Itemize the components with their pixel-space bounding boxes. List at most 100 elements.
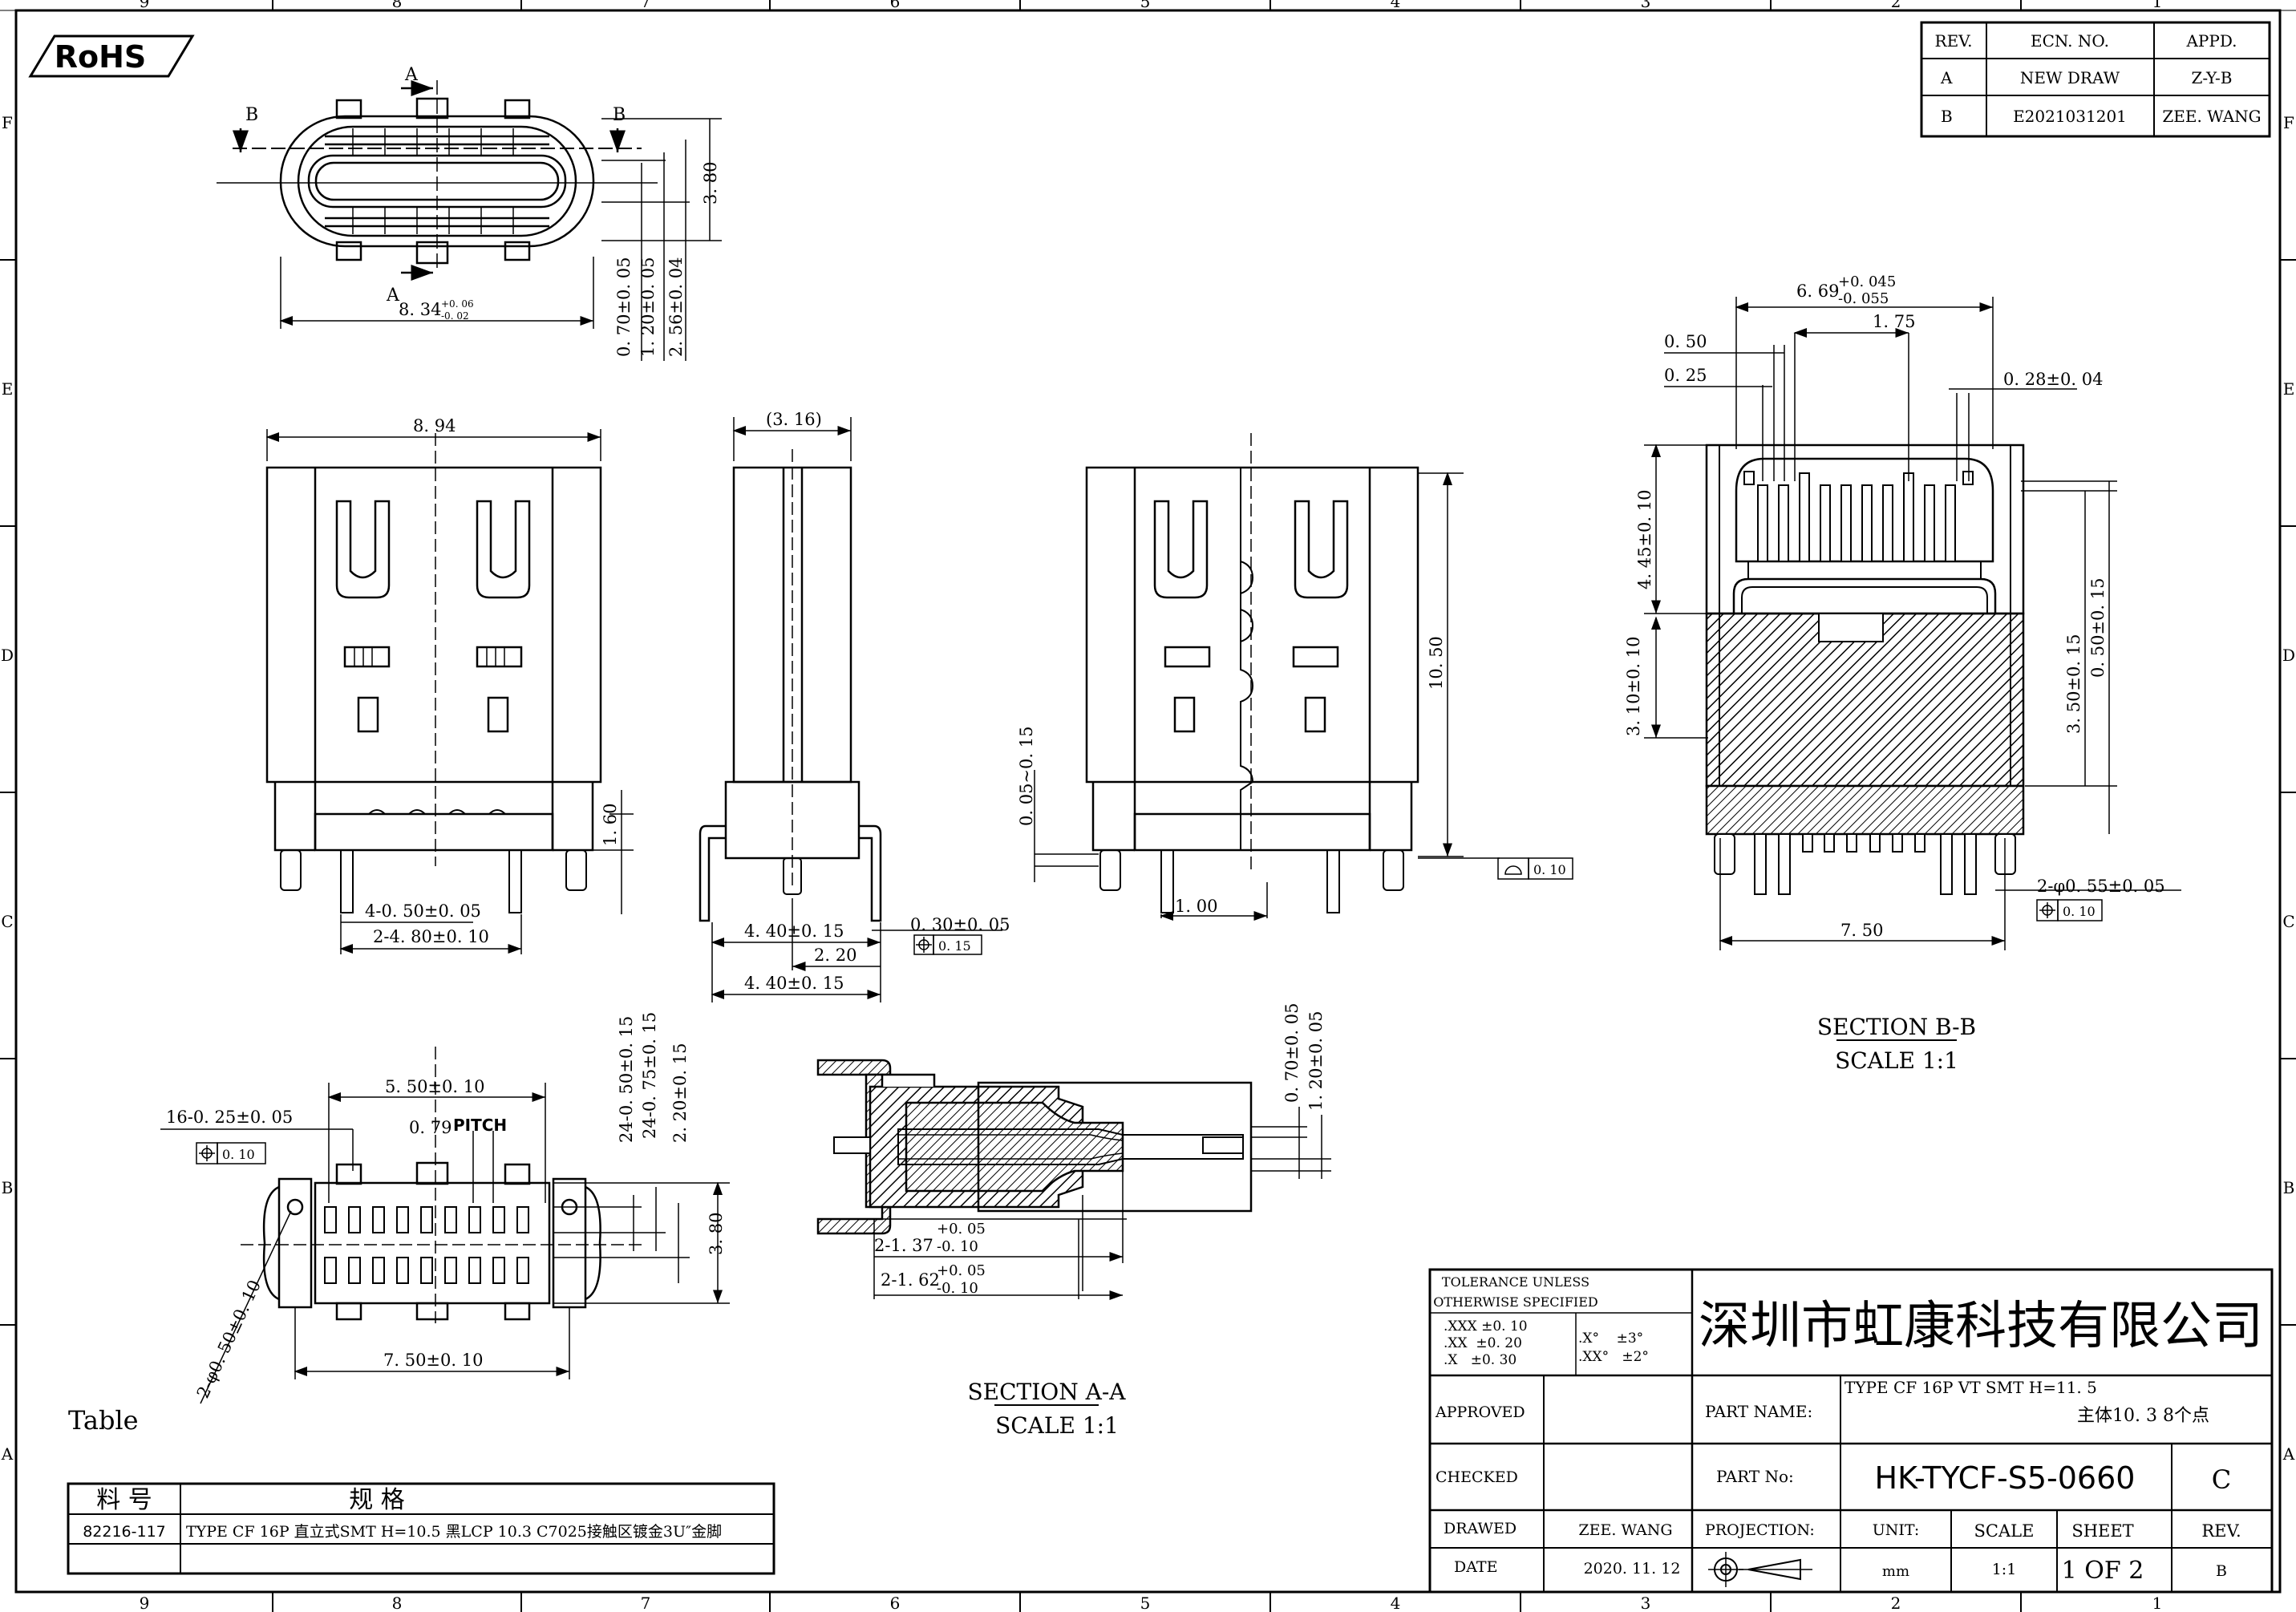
tol-line: .X ±0. 30 — [1444, 1352, 1516, 1368]
row-label: D — [1, 646, 14, 665]
dim-550: 5. 50±0. 10 — [385, 1077, 484, 1096]
pos-tol: 0. 15 — [938, 938, 971, 954]
dim-thickness: (3. 16) — [766, 410, 822, 429]
front-view-dims: 8. 94 1. 60 4-0. 50±0. 05 2-4. 80±0. 10 — [365, 416, 620, 946]
unit-value: mm — [1882, 1563, 1909, 1580]
dim-750: 7. 50±0. 10 — [383, 1351, 483, 1370]
dim-137: 2-1. 37 — [874, 1236, 933, 1255]
dim-tol-up: +0. 06 — [441, 298, 474, 310]
dim-holes: 2-φ0. 50±0. 10 — [193, 1277, 265, 1401]
dim-256: 2. 56±0. 04 — [666, 257, 686, 357]
sheet-label: SHEET — [2071, 1521, 2133, 1541]
part-col-header: 料 号 — [96, 1486, 152, 1514]
dim-width: 8. 34 — [399, 300, 441, 319]
part-name: TYPE CF 16P VT SMT H=11. 5 — [1844, 1378, 2097, 1397]
col-label: 4 — [1391, 1594, 1401, 1612]
tol-line: .XXX ±0. 10 — [1444, 1318, 1528, 1335]
top-view — [217, 80, 722, 361]
top-view-labels: A A B B — [245, 65, 626, 306]
section-aa-scale: SCALE 1:1 — [995, 1412, 1119, 1439]
row-label: B — [2283, 1178, 2295, 1197]
top-view-dims: 8. 34 +0. 06 -0. 02 0. 70±0. 05 1. 20±0.… — [399, 162, 720, 357]
dim-tol-up: +0. 045 — [1838, 273, 1896, 290]
approved-label: APPROVED — [1435, 1403, 1525, 1421]
revision-table: REV. ECN. NO. APPD. A NEW DRAW Z-Y-B B E… — [1920, 21, 2271, 138]
dim-070: 0. 70±0. 05 — [614, 257, 634, 357]
dim-175: 1. 75 — [1873, 312, 1915, 331]
dim-pin: 0. 30±0. 05 — [910, 915, 1010, 934]
part-number-cell: 82216-117 — [83, 1523, 166, 1541]
spec-col-header: 规 格 — [349, 1486, 405, 1514]
part-name-label: PART NAME: — [1705, 1402, 1812, 1421]
material-table: 料 号 规 格 82216-117 TYPE CF 16P 直立式SMT H=1… — [67, 1482, 775, 1575]
dim-tol-dn: -0. 02 — [441, 310, 469, 322]
row-label: C — [2282, 912, 2294, 931]
col-label: 2 — [1891, 1594, 1901, 1612]
col-label: 8 — [392, 0, 403, 11]
border-column-labels: 9 8 7 6 5 4 3 2 1 9 8 7 6 5 4 3 2 1 — [140, 0, 2163, 1612]
appd-cell: Z-Y-B — [2192, 68, 2233, 87]
dim-070: 0. 70±0. 05 — [1282, 1003, 1302, 1103]
col-label: 1 — [2152, 0, 2163, 11]
dim-350: 3. 50±0. 15 — [2064, 634, 2083, 734]
col-label: 3 — [1641, 0, 1651, 11]
dim-24-075: 24-0. 75±0. 15 — [640, 1012, 659, 1139]
dim-24-050: 24-0. 50±0. 15 — [617, 1016, 636, 1143]
col-label: 7 — [641, 1594, 651, 1612]
part-number-rev: C — [2212, 1464, 2231, 1495]
dim-pitch: 0. 79 — [409, 1118, 452, 1137]
sheet-value: 1 OF 2 — [2062, 1557, 2144, 1585]
dim-pitch: 4-0. 50±0. 05 — [365, 901, 481, 921]
dim-750: 7. 50 — [1840, 921, 1883, 940]
row-label: A — [1, 1444, 14, 1464]
dim-tol-dn: -0. 055 — [1838, 290, 1889, 307]
title-block — [1428, 1268, 2274, 1594]
dim-380: 3. 80 — [701, 162, 720, 205]
col-label: 3 — [1641, 1594, 1651, 1612]
ecn-header: ECN. NO. — [2031, 31, 2109, 51]
tol-line: .XX ±0. 20 — [1444, 1335, 1522, 1351]
section-bb — [1644, 297, 2181, 1041]
dim-220: 2. 20±0. 15 — [670, 1043, 690, 1143]
section-bb-title: SECTION B-B — [1817, 1014, 1976, 1040]
dim-tol-dn: -0. 10 — [937, 1238, 978, 1255]
section-bb-scale: SCALE 1:1 — [1835, 1047, 1958, 1074]
drawed-label: DRAWED — [1444, 1520, 1516, 1537]
dim-162: 2-1. 62 — [881, 1270, 940, 1290]
col-label: 1 — [2152, 1594, 2163, 1612]
row-label: C — [1, 912, 13, 931]
col-label: 5 — [1140, 0, 1151, 11]
dim-tol-up: +0. 05 — [937, 1221, 986, 1237]
part-name-sub: 主体10. 3 8个点 — [2077, 1406, 2209, 1426]
dim-height: 10. 50 — [1427, 636, 1446, 690]
pos-tol: 0. 10 — [222, 1147, 255, 1162]
dim-pin-height: 1. 60 — [601, 804, 620, 846]
dim-445: 4. 45±0. 10 — [1635, 490, 1654, 589]
angle-tol-line: .XX° ±2° — [1578, 1349, 1649, 1365]
rev-header: REV. — [1935, 31, 1973, 51]
row-label: E — [2, 379, 14, 399]
front-view — [265, 429, 634, 954]
back-view — [1034, 433, 1573, 921]
dim-440b: 4. 40±0. 15 — [744, 974, 844, 993]
rev-cell: B — [1941, 107, 1953, 126]
border-row-labels: F E D C B A F E D C B A — [1, 113, 2295, 1464]
table-label: Table — [68, 1405, 139, 1436]
rev-value: B — [2216, 1562, 2227, 1580]
col-label: 6 — [890, 0, 901, 11]
tolerance-title: TOLERANCE UNLESS — [1442, 1274, 1589, 1290]
tolerance-subtitle: OTHERWISE SPECIFIED — [1433, 1294, 1598, 1310]
pitch-label: PITCH — [453, 1116, 507, 1135]
scale-value: 1:1 — [1992, 1561, 2017, 1578]
dim-hole: 2-φ0. 55±0. 05 — [2037, 877, 2165, 896]
row-label: D — [2282, 646, 2295, 665]
dim-pads: 16-0. 25±0. 05 — [166, 1108, 293, 1127]
row-label: A — [2282, 1444, 2295, 1464]
projection-label: PROJECTION: — [1705, 1521, 1815, 1539]
dim-tol-up: +0. 05 — [937, 1262, 986, 1279]
footprint-view — [160, 1047, 730, 1404]
section-bb-dims: 6. 69 +0. 045 -0. 055 1. 75 0. 50 0. 25 … — [1624, 273, 2165, 1074]
ecn-cell: E2021031201 — [2013, 107, 2127, 126]
angle-tol-line: .X° ±3° — [1578, 1331, 1643, 1347]
section-b-mark: B — [613, 105, 626, 125]
